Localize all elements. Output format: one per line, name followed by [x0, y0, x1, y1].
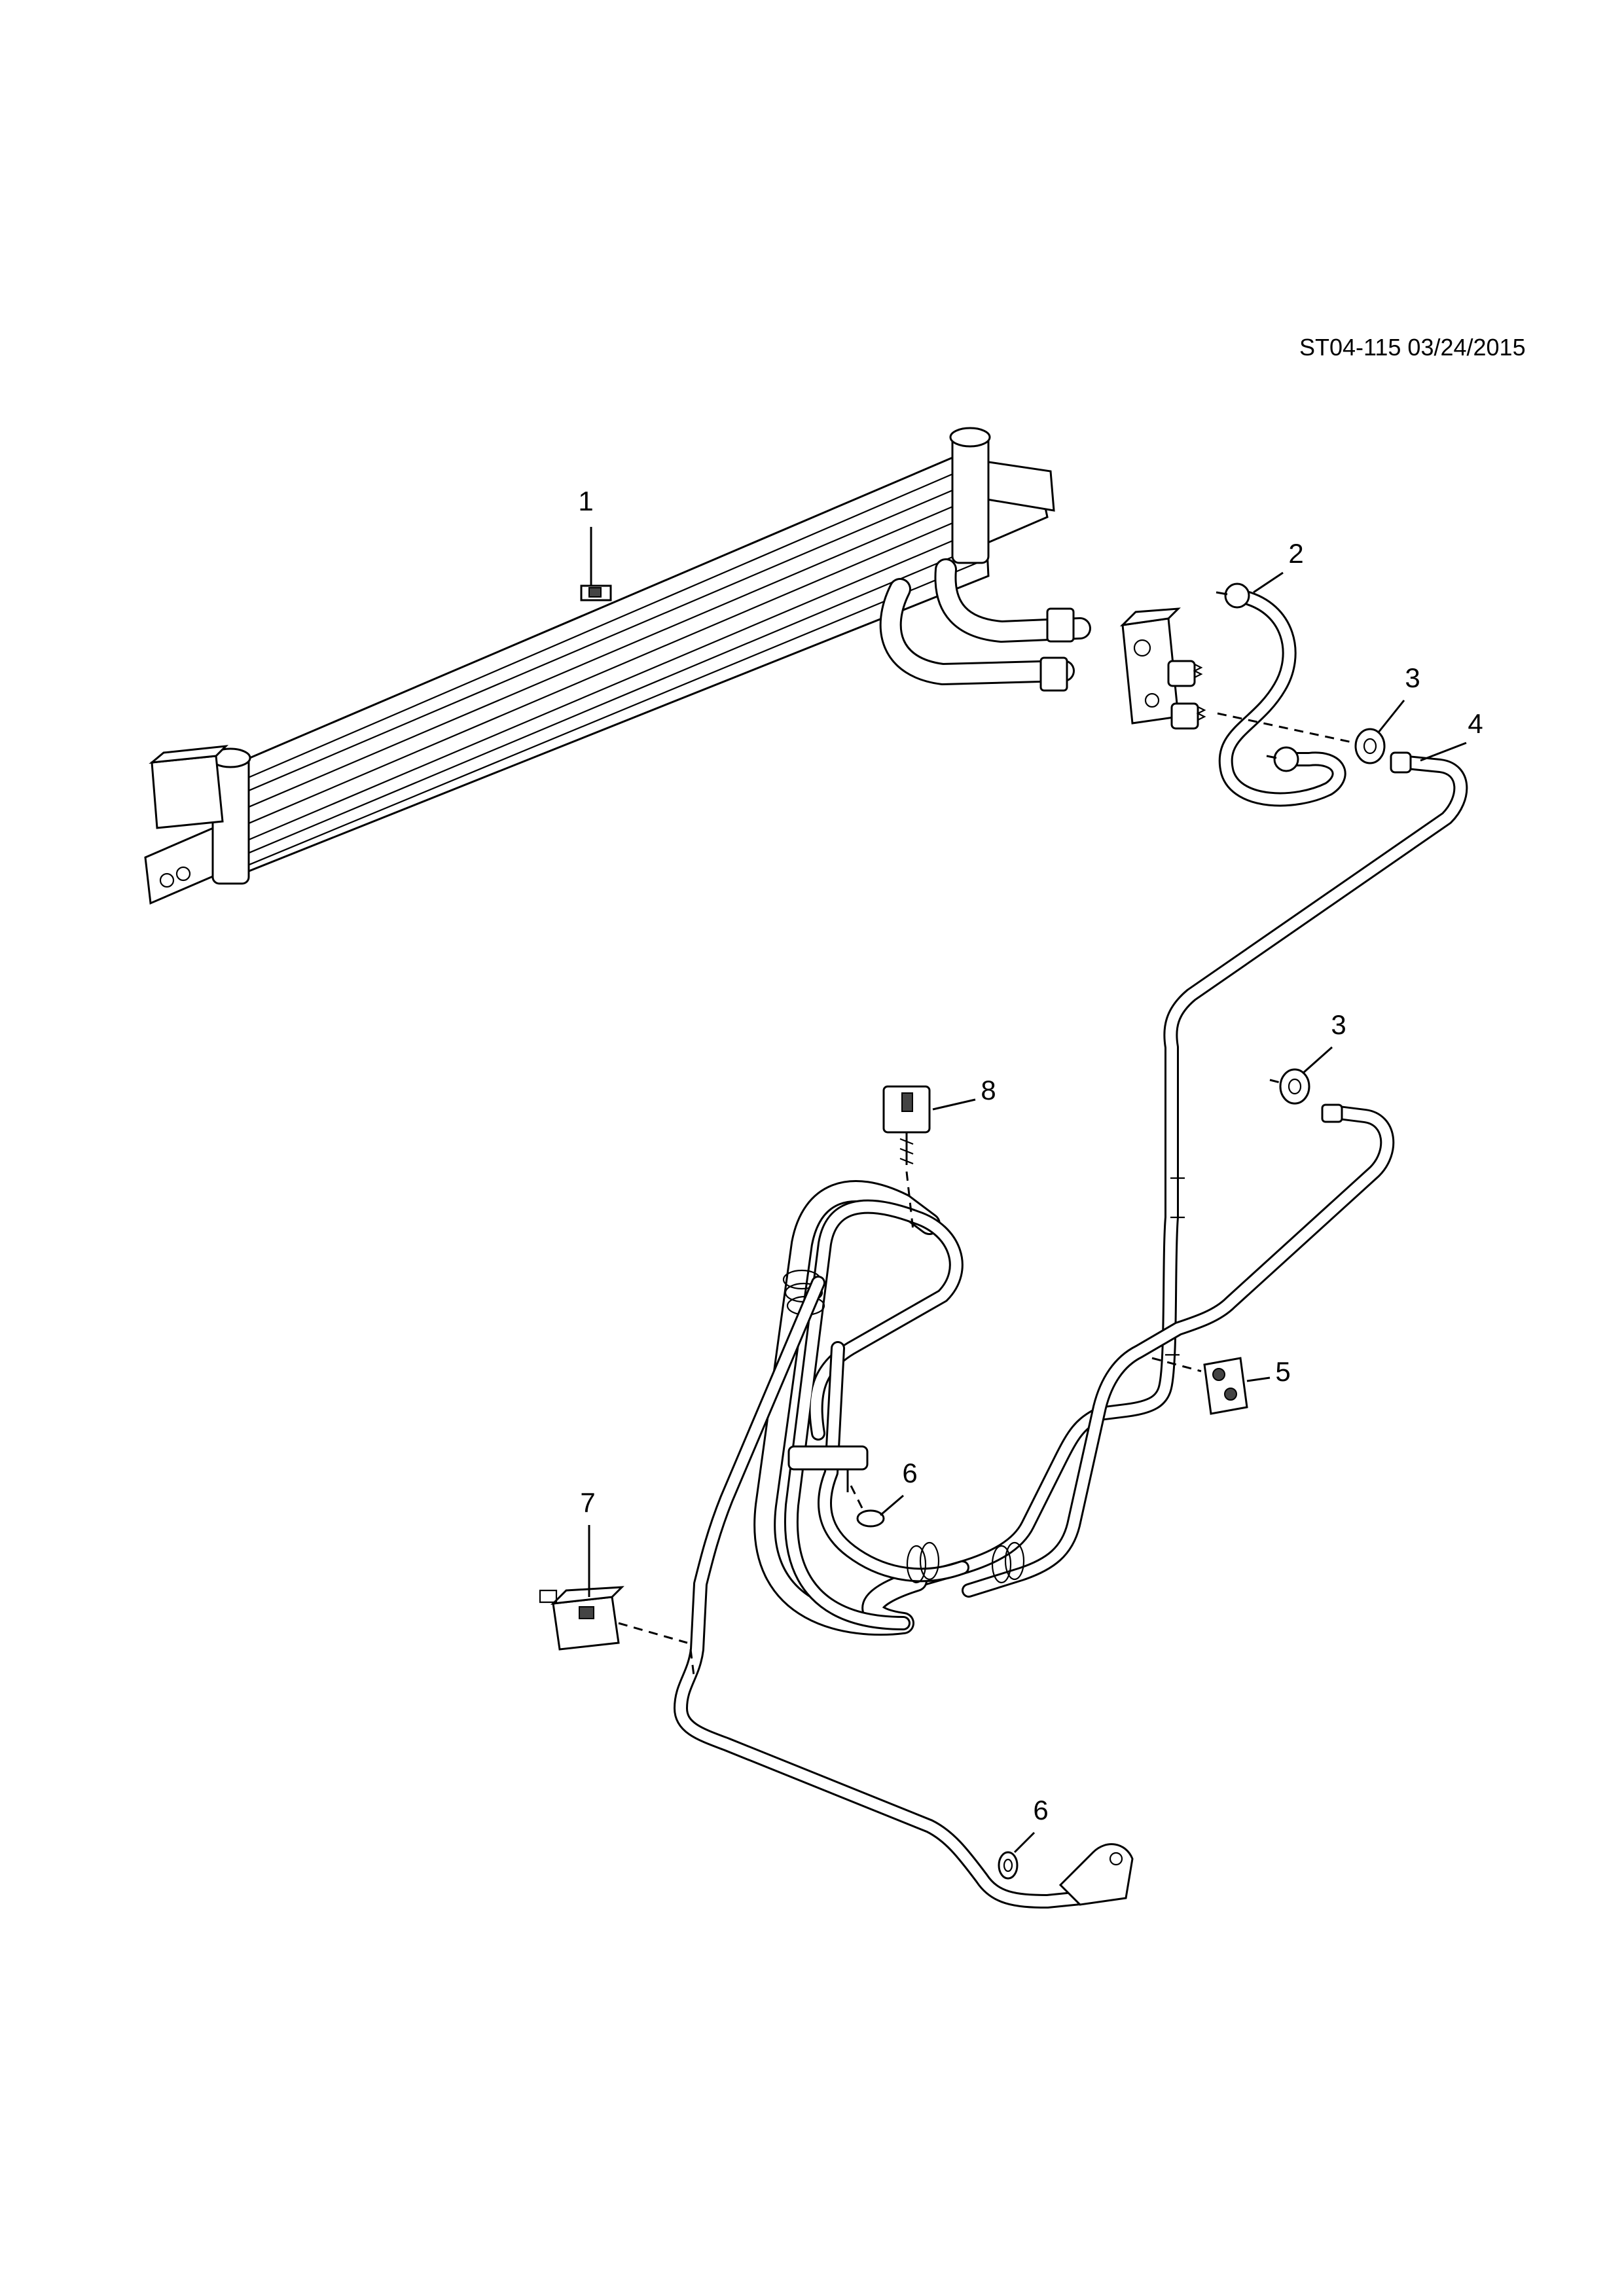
seal-part-3-lower [1269, 1068, 1310, 1105]
hose-bundle [753, 1180, 1025, 1636]
drawing-code: ST04-115 03/24/2015 [1299, 334, 1526, 361]
pipe-part-2 [1216, 583, 1346, 807]
callout-3-lower: 3 [1331, 1009, 1346, 1040]
return-pipe [962, 1103, 1395, 1598]
oring-part-6-lower [998, 1851, 1019, 1880]
oil-cooler [144, 427, 1055, 905]
clamp-part-5 [1151, 1357, 1248, 1415]
lower-pipe [674, 1276, 1134, 1909]
callout-2: 2 [1288, 538, 1303, 569]
oring-part-6-middle [850, 1485, 885, 1528]
callout-8: 8 [981, 1075, 996, 1105]
callouts: 1 2 3 4 3 8 5 6 7 6 [578, 486, 1483, 1854]
callout-1: 1 [578, 486, 593, 516]
callout-7: 7 [580, 1487, 595, 1518]
callout-4: 4 [1468, 708, 1483, 739]
callout-3-upper: 3 [1405, 662, 1420, 693]
callout-5: 5 [1275, 1356, 1290, 1387]
seal-part-3-upper [1217, 712, 1386, 764]
callout-6-lower: 6 [1033, 1795, 1048, 1825]
callout-6-middle: 6 [902, 1458, 917, 1488]
clip-part-8 [882, 1085, 931, 1231]
pipe-part-4 [909, 751, 1468, 1588]
bracket-part-7 [539, 1586, 688, 1651]
cooler-hoses [879, 558, 1206, 730]
